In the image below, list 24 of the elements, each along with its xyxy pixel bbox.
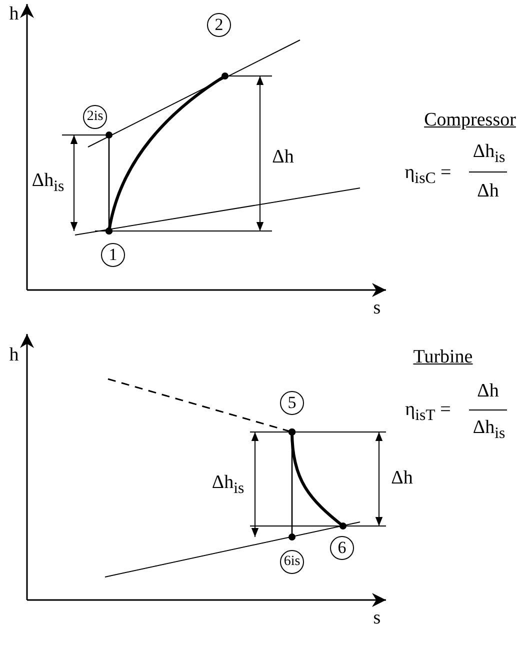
dimension-label: Δh$_{is}$ [212,473,244,497]
heading: Compressor [424,110,516,130]
dimension-label: Δh [391,468,413,488]
state-circle: 2 [207,13,231,37]
state-circle: 5 [280,391,304,415]
denominator: Δh$_{is}$ [472,418,506,442]
state-circle: 2is [83,105,107,129]
denominator: Δh [477,182,499,200]
axis-label: s [373,298,381,318]
state-circle: 1 [101,243,125,267]
dimension-label: Δh$_{is}$ [32,171,64,195]
axis-label: h [9,4,19,24]
efficiency-symbol: η$_{isT}$ = [405,400,451,424]
axis-label: s [373,608,381,628]
numerator: Δh [477,382,499,400]
state-circle: 6 [330,536,354,560]
state-circle: 6is [280,550,304,574]
axis-label: h [9,346,19,364]
efficiency-symbol: η$_{isC}$ = [404,163,452,187]
heading: Turbine [413,348,473,366]
dimension-label: Δh [272,148,294,166]
process-line [106,132,112,234]
numerator: Δh$_{is}$ [472,142,506,166]
process-line [288,428,296,540]
